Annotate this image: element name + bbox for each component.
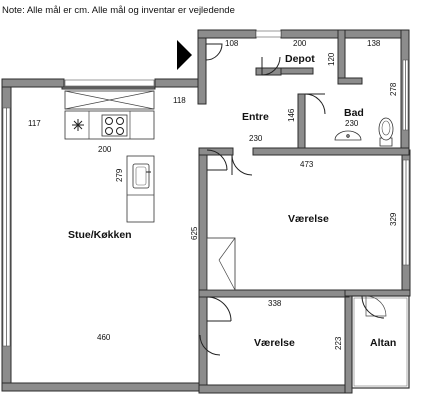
dim-278: 278 <box>389 82 398 96</box>
dim-146: 146 <box>287 108 296 122</box>
dim-625: 625 <box>190 226 199 240</box>
room-label-depot: Depot <box>285 53 315 65</box>
dim-338: 338 <box>268 299 282 308</box>
internal-walls <box>61 29 411 298</box>
toilet-icon <box>378 117 394 147</box>
room-label-vaerelse-1: Værelse <box>288 213 329 225</box>
dim-118: 118 <box>173 96 186 105</box>
room-labels: Stue/Køkken Entre Depot Bad Værelse Være… <box>68 53 396 349</box>
entrance-arrow-icon <box>177 40 192 70</box>
dim-473: 473 <box>300 160 314 169</box>
washbasin-icon <box>334 130 362 141</box>
dim-108: 108 <box>225 39 239 48</box>
dim-138: 138 <box>367 39 381 48</box>
dim-460: 460 <box>97 333 111 342</box>
room-label-bad: Bad <box>344 107 364 119</box>
wardrobe <box>206 237 236 291</box>
room-label-altan: Altan <box>370 337 396 349</box>
room-label-entre: Entre <box>242 111 269 123</box>
entrance <box>177 40 223 70</box>
dimension-labels: 108 200 138 120 278 118 117 200 146 230 … <box>28 39 398 350</box>
dim-120: 120 <box>327 52 336 66</box>
dim-230-bad: 230 <box>345 119 359 128</box>
dim-200-depot: 200 <box>293 39 307 48</box>
dim-329: 329 <box>389 212 398 226</box>
kitchen-units <box>64 90 155 223</box>
altan-balcony <box>351 295 410 389</box>
sink-icon <box>132 163 151 189</box>
fan-icon <box>72 119 84 131</box>
door-swings <box>199 56 385 356</box>
dim-230-entre: 230 <box>249 134 263 143</box>
plan-note: Note: Alle mål er cm. Alle mål og invent… <box>2 5 235 16</box>
dim-223: 223 <box>334 336 343 350</box>
room-label-vaerelse-2: Værelse <box>254 337 295 349</box>
dim-200-kitchen: 200 <box>98 145 112 154</box>
dim-279: 279 <box>115 168 124 182</box>
stove-icon <box>101 114 128 137</box>
dim-117: 117 <box>28 119 41 128</box>
bathroom-fixtures <box>334 117 394 147</box>
room-label-stue: Stue/Køkken <box>68 229 132 241</box>
